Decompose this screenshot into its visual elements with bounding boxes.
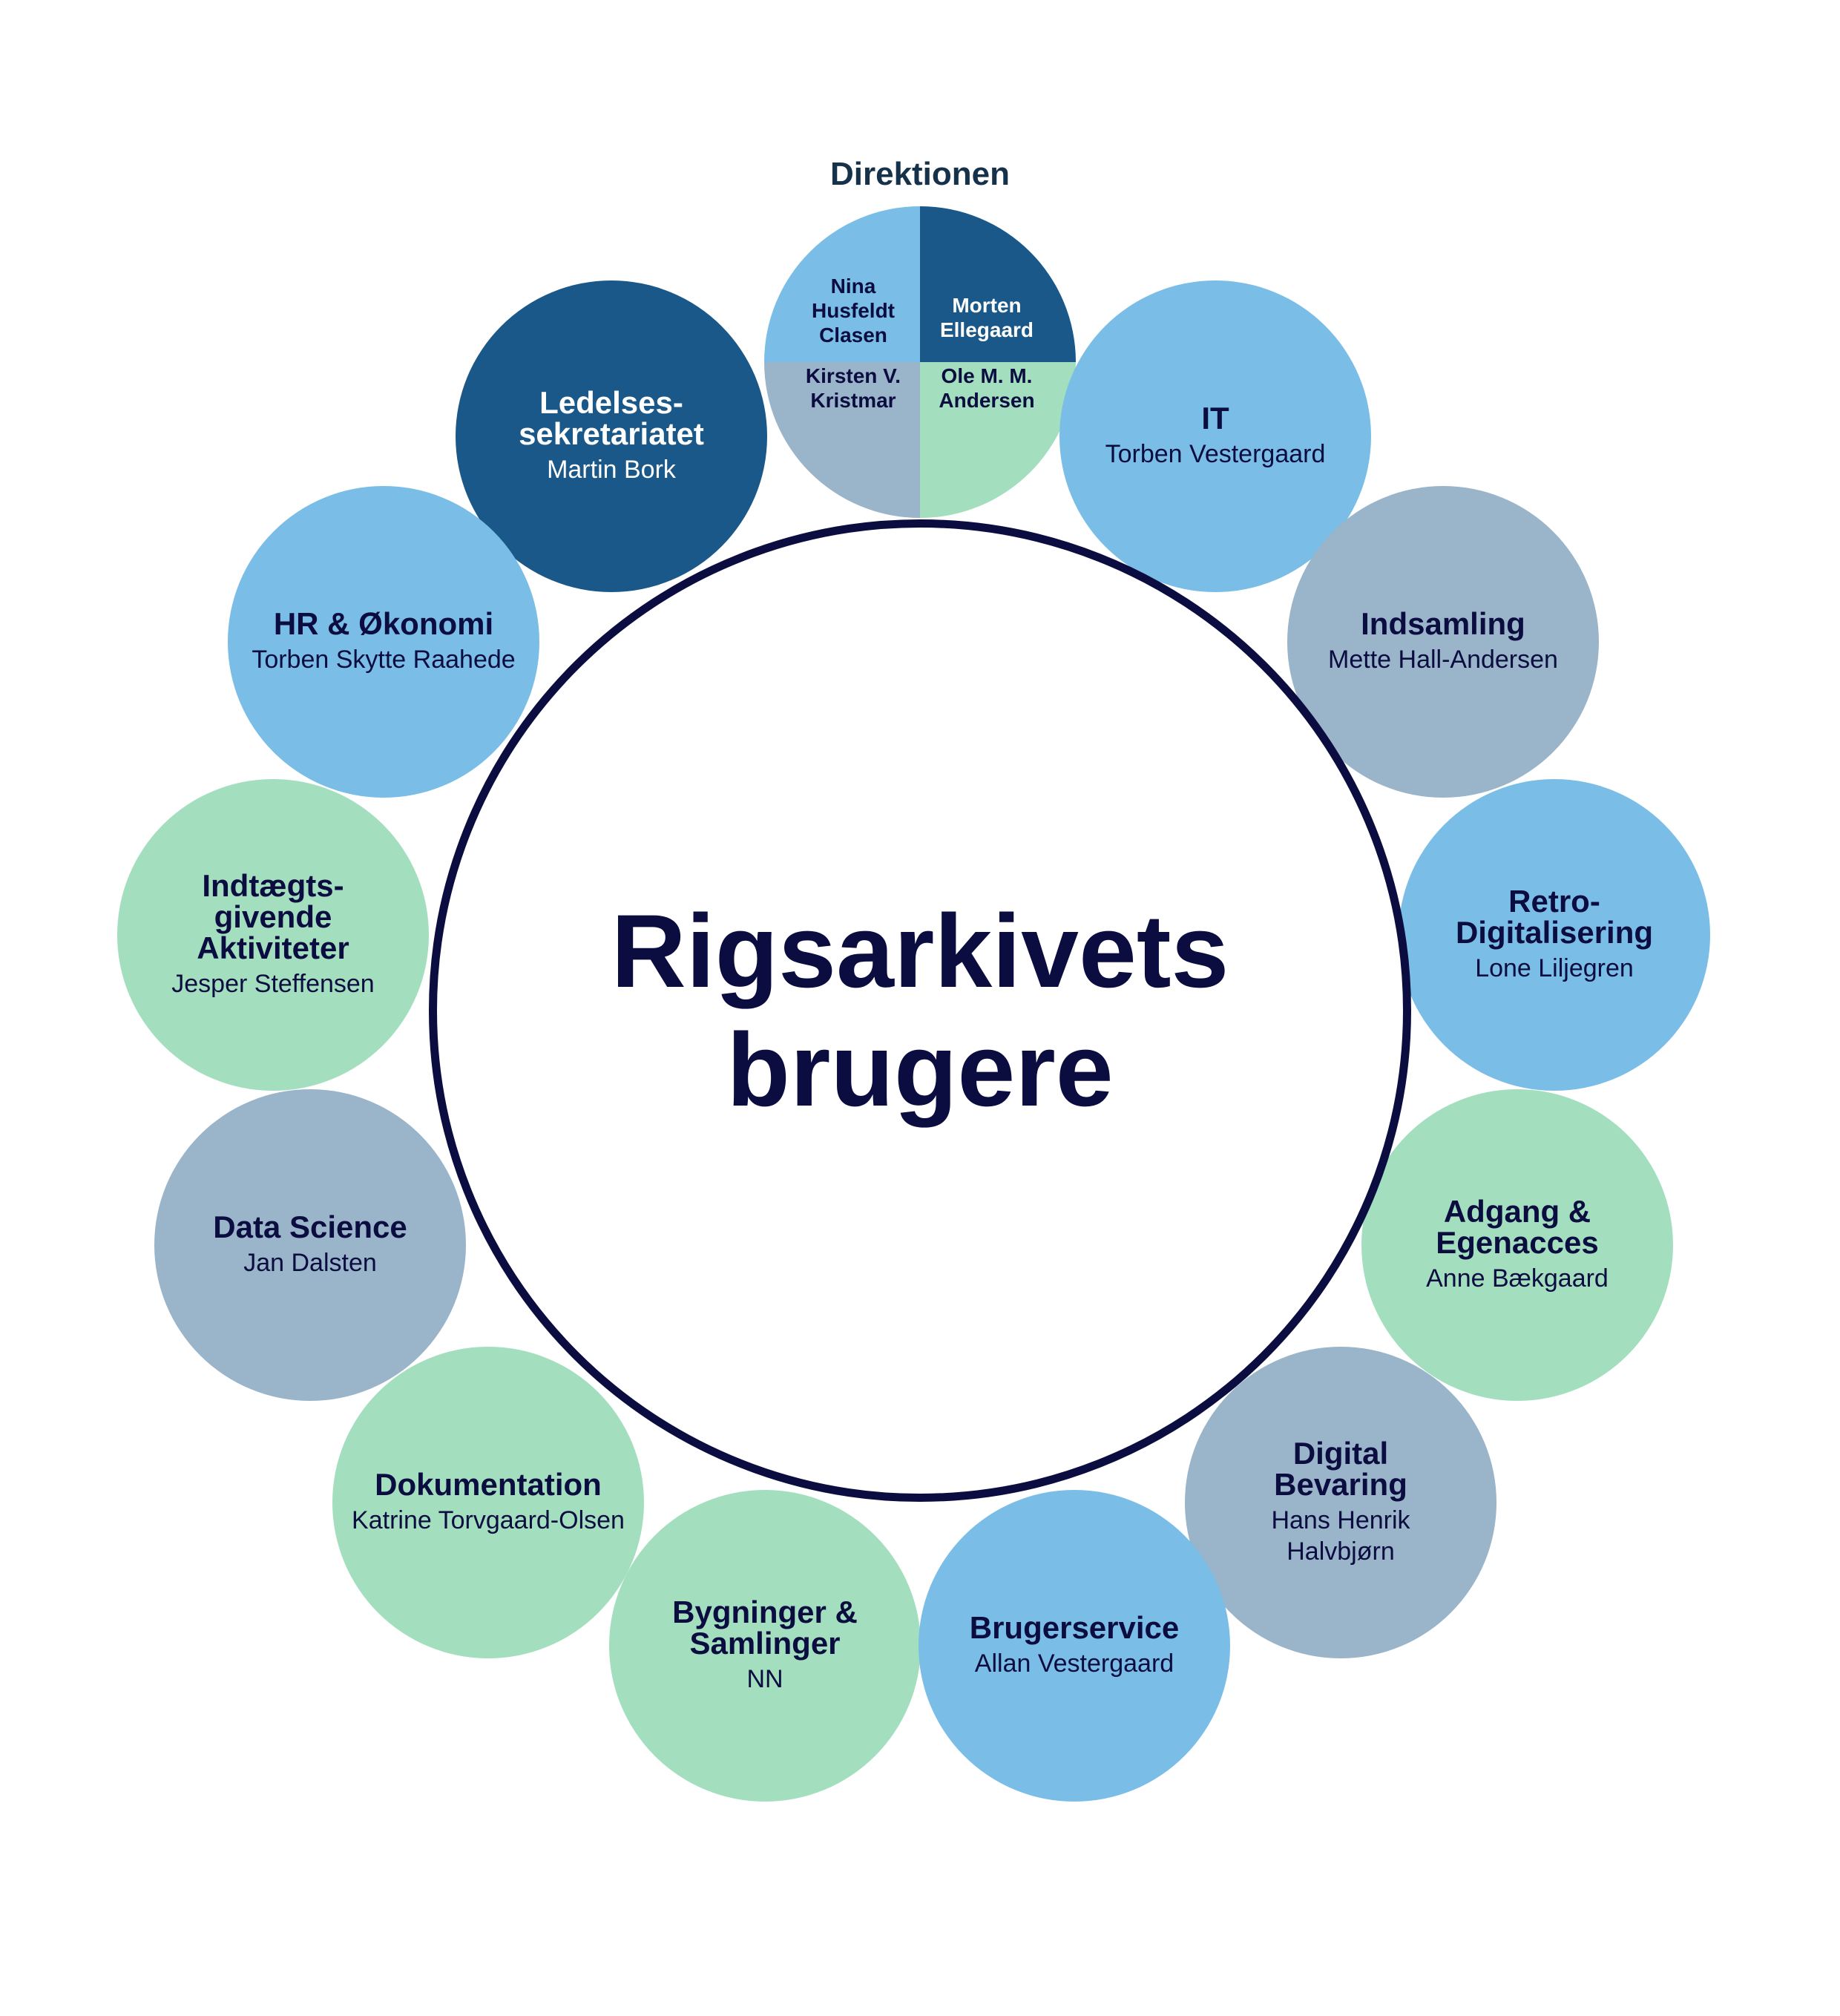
unit-leader: Torben Vestergaard: [1105, 440, 1326, 468]
direktionen-heading: Direktionen: [829, 156, 1011, 192]
unit-digital-bevaring: Digital Bevaring Hans Henrik Halvbjørn: [1185, 1347, 1496, 1658]
unit-name: Indtægts- givende Aktiviteter: [197, 868, 349, 965]
unit-leader: NN: [746, 1665, 783, 1693]
unit-retro-digitalisering: Retro- Digitalisering Lone Liljegren: [1399, 779, 1710, 1091]
unit-hr-oekonomi: HR & Økonomi Torben Skytte Raahede: [228, 486, 539, 798]
unit-leader: Jesper Steffensen: [171, 970, 375, 998]
unit-data-science: Data Science Jan Dalsten: [154, 1089, 466, 1401]
unit-leader: Torben Skytte Raahede: [252, 646, 516, 674]
unit-name: Retro- Digitalisering: [1455, 884, 1654, 950]
unit-leader: Jan Dalsten: [243, 1249, 377, 1277]
unit-leader: Allan Vestergaard: [974, 1649, 1174, 1678]
unit-name: Brugerservice: [969, 1610, 1180, 1645]
unit-it: IT Torben Vestergaard: [1059, 280, 1371, 592]
unit-leader: Hans Henrik Halvbjørn: [1271, 1506, 1410, 1566]
unit-indsamling: Indsamling Mette Hall-Andersen: [1287, 486, 1599, 798]
unit-name: Adgang & Egenacces: [1436, 1194, 1599, 1260]
unit-leader: Katrine Torvgaard-Olsen: [352, 1506, 625, 1534]
unit-name: HR & Økonomi: [273, 606, 494, 641]
unit-ledelsessekretariatet: Ledelses- sekretariatet Martin Bork: [456, 280, 767, 592]
unit-leader: Mette Hall-Andersen: [1328, 646, 1558, 674]
unit-name: Indsamling: [1361, 606, 1525, 641]
unit-name: Bygninger & Samlinger: [672, 1595, 858, 1661]
unit-name: IT: [1201, 401, 1229, 436]
direktionen-member-morten: Morten Ellegaard: [920, 206, 1076, 362]
direktionen-member-ole: Ole M. M. Andersen: [920, 362, 1076, 518]
unit-leader: Lone Liljegren: [1475, 954, 1634, 982]
unit-brugerservice: Brugerservice Allan Vestergaard: [919, 1490, 1230, 1802]
unit-indtaegtsgivende-aktiviteter: Indtægts- givende Aktiviteter Jesper Ste…: [117, 779, 429, 1091]
unit-leader: Martin Bork: [547, 456, 676, 484]
center-title: Rigsarkivets brugere: [611, 893, 1229, 1128]
unit-name: Ledelses- sekretariatet: [519, 385, 704, 451]
unit-bygninger-samlinger: Bygninger & Samlinger NN: [609, 1490, 921, 1802]
unit-name: Digital Bevaring: [1274, 1436, 1407, 1502]
unit-name: Dokumentation: [375, 1467, 602, 1502]
center-ring: [429, 519, 1411, 1502]
unit-name: Data Science: [213, 1209, 407, 1244]
unit-adgang-egenacces: Adgang & Egenacces Anne Bækgaard: [1361, 1089, 1673, 1401]
direktionen-circle: Nina Husfeldt Clasen Morten Ellegaard Ki…: [764, 206, 1076, 518]
direktionen-member-kirsten: Kirsten V. Kristmar: [764, 362, 920, 518]
unit-dokumentation: Dokumentation Katrine Torvgaard-Olsen: [332, 1347, 644, 1658]
direktionen-member-nina: Nina Husfeldt Clasen: [764, 206, 920, 362]
unit-leader: Anne Bækgaard: [1426, 1264, 1609, 1293]
